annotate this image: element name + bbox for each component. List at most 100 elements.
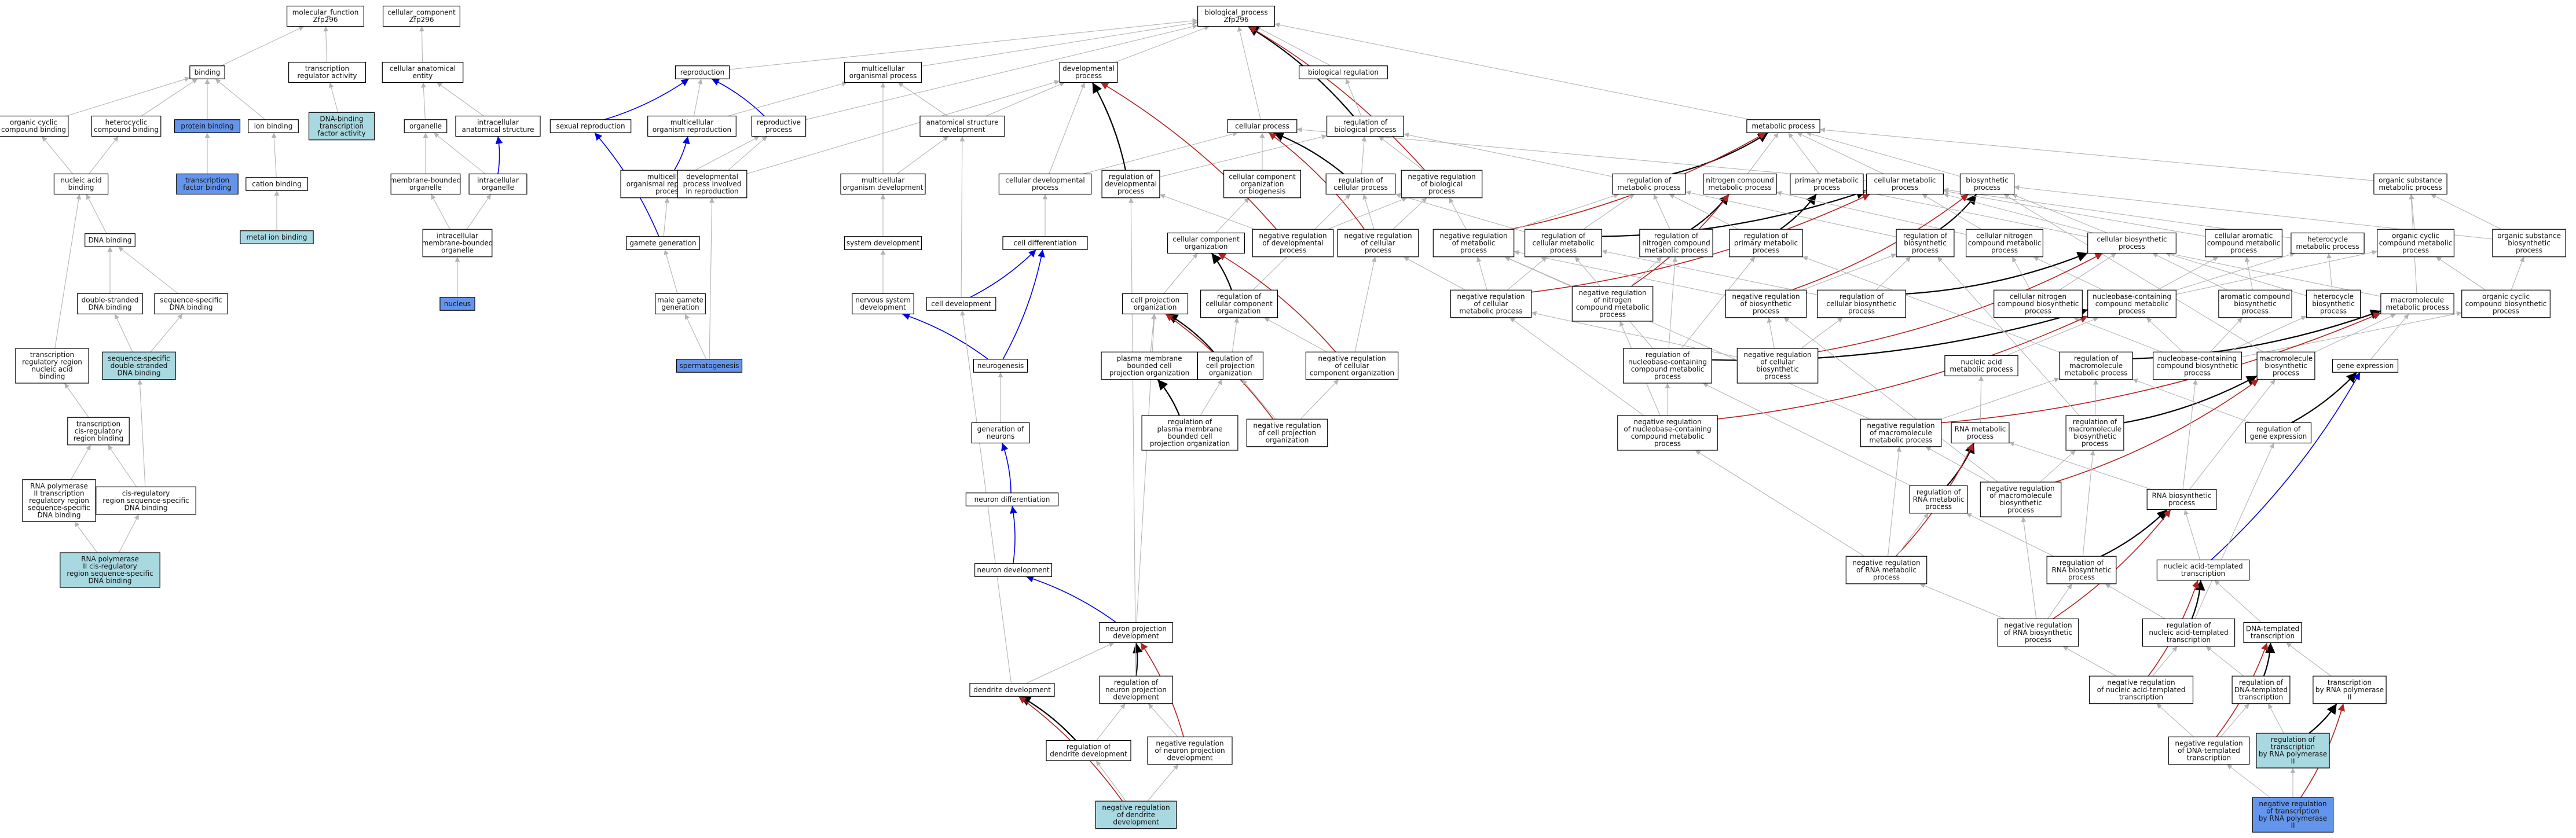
go-term-node-dnab[interactable]: DNA binding — [85, 233, 135, 247]
go-term-node-metalb[interactable]: metal ion binding — [240, 230, 314, 244]
go-term-node-repro[interactable]: reproduction — [675, 65, 730, 79]
go-term-node-geneexp[interactable]: gene expression — [2332, 359, 2399, 373]
go-term-node-rmbp[interactable]: regulation ofmacromoleculebiosyntheticpr… — [2065, 415, 2124, 451]
go-term-node-celldiff[interactable]: cell differentiation — [1002, 236, 1088, 250]
go-term-node-ionb[interactable]: ion binding — [248, 119, 299, 133]
go-term-node-celldev[interactable]: cell development — [926, 297, 996, 311]
go-term-node-neurogen[interactable]: neurogenesis — [973, 359, 1028, 373]
go-term-node-cellp[interactable]: cellular process — [1227, 119, 1298, 133]
go-term-node-sexrep[interactable]: sexual reproduction — [549, 119, 632, 133]
go-term-node-biolreg[interactable]: biological regulation — [1299, 65, 1388, 79]
go-term-node-dendev[interactable]: dendrite development — [969, 683, 1055, 697]
go-term-node-sysdev[interactable]: system development — [844, 236, 922, 250]
go-term-node-nucleus[interactable]: nucleus — [439, 297, 475, 311]
go-term-node-neurdev[interactable]: neuron development — [974, 563, 1052, 577]
go-term-node-organelle[interactable]: organelle — [404, 119, 448, 133]
go-term-node-protb[interactable]: protein binding — [174, 119, 241, 133]
go-term-node-rnbcmp[interactable]: regulation ofnucleobase-containingcompou… — [1623, 348, 1712, 384]
go-term-node-metp[interactable]: metabolic process — [1746, 119, 1820, 133]
